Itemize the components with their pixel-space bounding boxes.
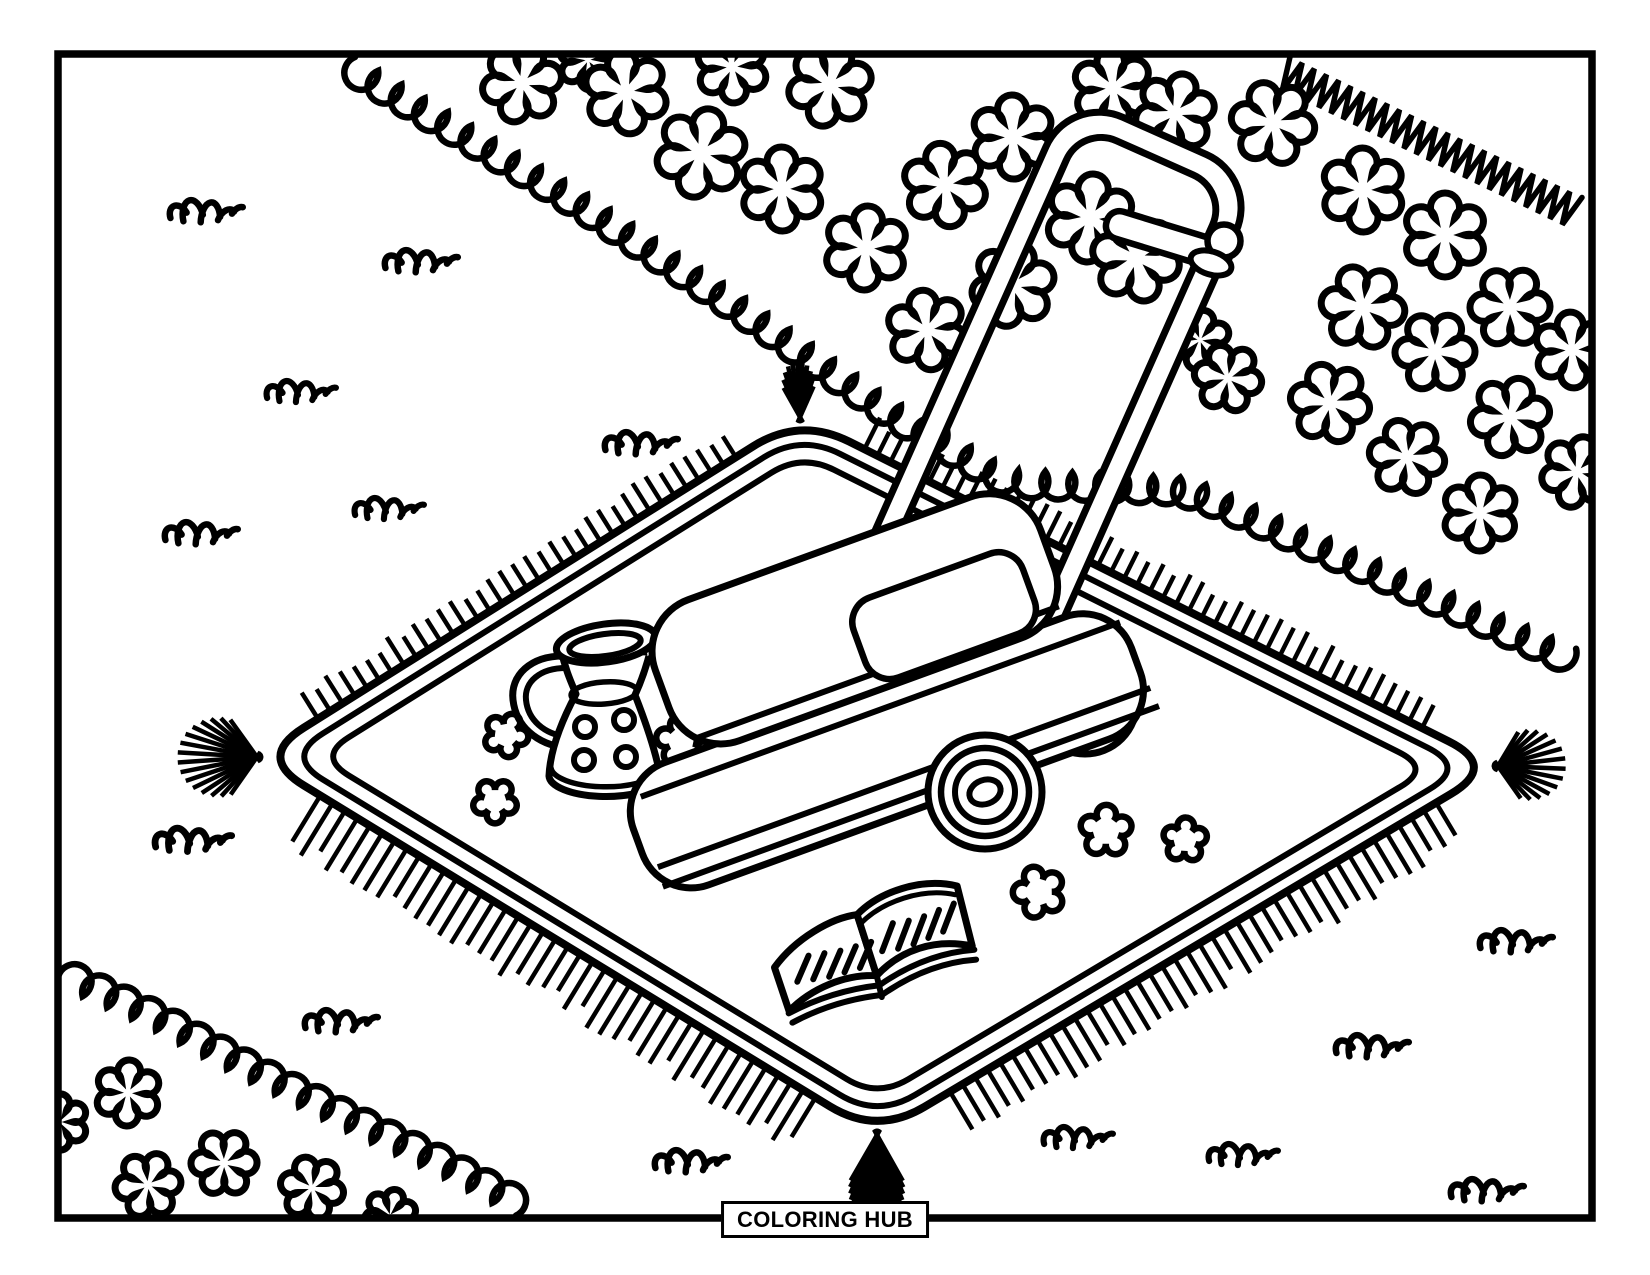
pitcher-handle-inner	[522, 665, 570, 740]
flower-icon	[901, 139, 989, 231]
lawn-mower	[626, 108, 1245, 892]
flower-icon	[1391, 311, 1479, 393]
grass-tuft-icon	[381, 246, 462, 276]
grass-tuft-icon	[351, 494, 427, 523]
flower-icon	[470, 778, 520, 827]
brand-label: COLORING HUB	[721, 1201, 929, 1239]
pitcher-rim-inner	[566, 630, 644, 660]
open-book	[770, 880, 980, 1026]
flower-icon	[1160, 814, 1211, 864]
flower-icon	[1533, 308, 1589, 392]
flower-icon	[970, 91, 1056, 183]
blanket-inner-line-2	[330, 459, 1419, 1092]
flower-bed-bottom-flowers	[61, 1056, 419, 1215]
flower-icon	[479, 57, 565, 126]
book-spine	[873, 972, 885, 1001]
grass-tuft-icon	[1476, 926, 1557, 956]
mower-wheel-front	[924, 731, 1046, 853]
flower-icon	[1466, 374, 1554, 460]
grass-tuft-icon	[1447, 1175, 1528, 1205]
mower-skirt-line-2	[661, 703, 1161, 890]
flower-icon	[1286, 360, 1374, 446]
pitcher-waist-line	[568, 679, 640, 707]
flower-icon	[61, 1090, 90, 1154]
flower-icon	[694, 57, 770, 107]
flower-icon	[111, 1150, 185, 1215]
flower-icon	[785, 57, 875, 130]
grass-tuft-icon	[301, 1006, 382, 1036]
pitcher-dot	[571, 747, 597, 773]
flower-icon	[93, 1056, 163, 1130]
grass-tuft-icon	[1040, 1123, 1116, 1152]
flower-icon	[1077, 801, 1135, 858]
mower-hood-panel	[849, 548, 1040, 683]
flower-icon	[1009, 863, 1066, 921]
flower-icon	[1190, 341, 1266, 415]
grass-tuft-icon	[1205, 1140, 1281, 1169]
pitcher-dot	[572, 714, 598, 740]
mower-deck-lip	[639, 619, 1122, 800]
pitcher-handle	[509, 652, 570, 752]
flower-bed-top-zigzag	[1279, 57, 1585, 227]
grass-tuft-icon	[601, 428, 682, 458]
flower-icon	[277, 1153, 347, 1215]
flower-icon	[1227, 79, 1319, 167]
flower-icon	[739, 143, 825, 235]
pitcher-dot	[611, 707, 637, 733]
book-page-edge-line	[857, 890, 958, 927]
grass-tuft-icon	[161, 518, 242, 548]
grass-tuft-icon	[651, 1146, 732, 1176]
mower-skirt-line-1	[656, 685, 1152, 871]
pitcher	[509, 619, 667, 801]
blanket-inner-line-1	[301, 441, 1451, 1110]
mower-cord-pull	[1187, 247, 1235, 279]
pitcher-dot	[613, 744, 639, 770]
grass-tuft-icon	[263, 377, 339, 406]
flower-icon	[1317, 263, 1409, 351]
book-text-lines	[794, 900, 957, 985]
grass-tufts	[151, 196, 1557, 1205]
flower-icon	[653, 105, 749, 201]
flower-icon	[582, 57, 670, 138]
flower-icon	[361, 1186, 419, 1215]
grass-tuft-icon	[1332, 1031, 1413, 1061]
flower-bed-bottom-border	[61, 960, 530, 1215]
flower-icon	[1320, 144, 1406, 236]
flower-icon	[1365, 417, 1449, 497]
flower-icon	[482, 710, 532, 761]
grass-tuft-icon	[166, 196, 247, 226]
flower-icon	[1441, 471, 1519, 555]
flower-icon	[1466, 266, 1554, 348]
grass-tuft-icon	[151, 824, 236, 855]
flower-icon	[823, 202, 909, 294]
flower-icon	[187, 1129, 261, 1197]
flower-icon	[1403, 189, 1487, 281]
flower-icon	[885, 286, 969, 374]
